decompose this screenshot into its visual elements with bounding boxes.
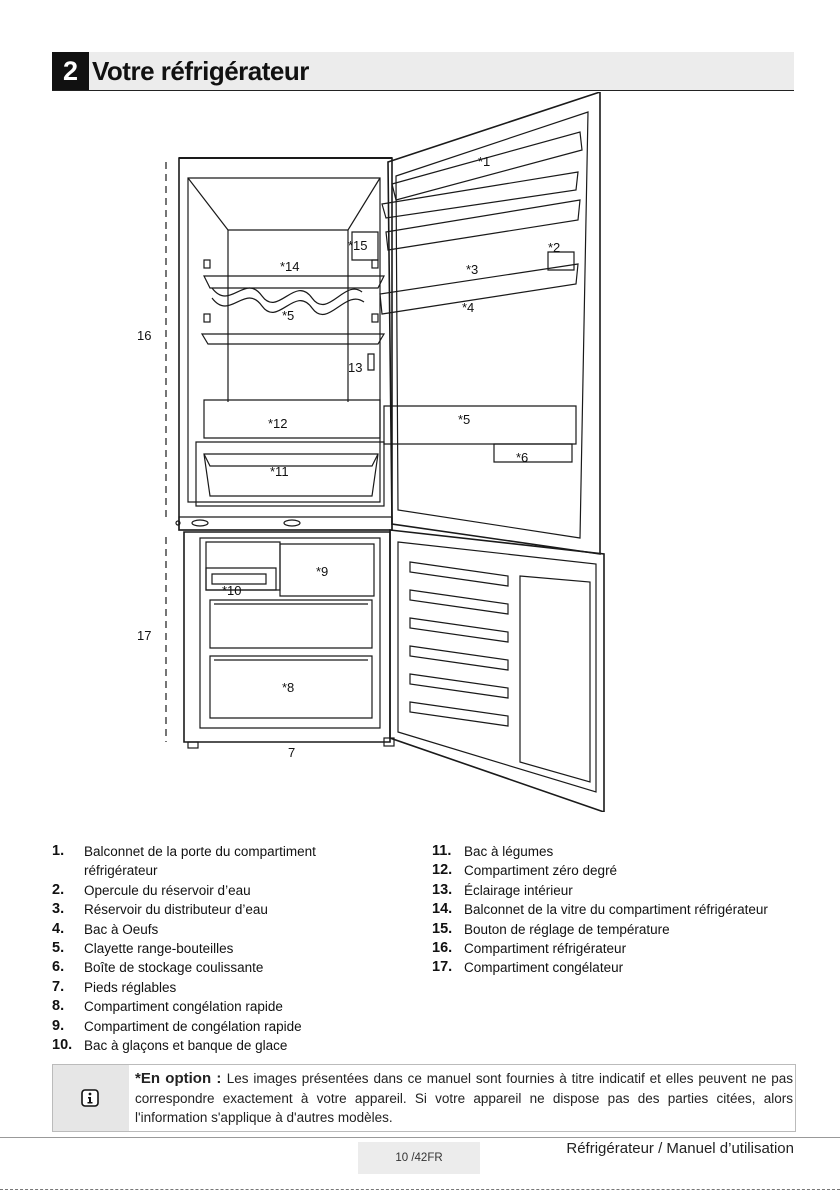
legend-number: 1. (52, 843, 65, 859)
note-label: *En option : (135, 1070, 227, 1087)
legend-number: 13. (432, 881, 453, 898)
legend-item: 7. Pieds réglables (52, 978, 382, 997)
legend-text: Boîte de stockage coulissante (84, 960, 264, 976)
callout-12: *12 (268, 416, 288, 431)
legend-item: 1. Balconnet de la porte du compartiment … (52, 842, 382, 881)
legend-item: 4. Bac à Oeufs (52, 920, 382, 939)
legend-item: 9. Compartiment de congélation rapide (52, 1017, 382, 1036)
legend-number: 2. (52, 881, 65, 898)
legend-number: 9. (52, 1017, 65, 1034)
callout-2: *2 (548, 240, 560, 255)
footer-title: Réfrigérateur / Manuel d’utilisation (566, 1140, 794, 1157)
legend-number: 12. (432, 862, 453, 879)
legend-item: 14. Balconnet de la vitre du compartiment… (432, 900, 812, 919)
legend-list-left: 1. Balconnet de la porte du compartiment … (52, 842, 382, 1055)
legend-item: 6. Boîte de stockage coulissante (52, 958, 382, 977)
legend-number: 3. (52, 901, 65, 918)
callout-17: 17 (137, 628, 151, 643)
callout-13: 13 (348, 360, 362, 375)
note-icon-cell (53, 1065, 129, 1131)
legend-text: Éclairage intérieur (464, 882, 573, 898)
callout-14: *14 (280, 259, 300, 274)
legend-number: 7. (52, 978, 65, 995)
callout-8: *8 (282, 680, 294, 695)
legend-text: Compartiment congélateur (464, 960, 624, 976)
section-number: 2 (52, 52, 89, 90)
callout-16: 16 (137, 328, 151, 343)
legend-number: 5. (52, 940, 65, 957)
callout-4: *4 (462, 300, 474, 315)
legend-text: Réservoir du distributeur d’eau (84, 902, 268, 918)
note-text: *En option : Les images présentées dans … (135, 1069, 793, 1128)
legend-text: Bac à glaçons et banque de glace (84, 1038, 288, 1054)
legend-item: 16. Compartiment réfrigérateur (432, 939, 812, 958)
legend-number: 16. (432, 940, 453, 957)
legend-text: Balconnet de la vitre du compartiment ré… (464, 902, 768, 918)
page-number: 10 /42FR (358, 1142, 480, 1174)
legend-text: Bac à Oeufs (84, 921, 159, 937)
callout-5-door: *5 (458, 412, 470, 427)
legend-text: Balconnet de la porte du compartiment ré… (84, 844, 316, 879)
callout-3: *3 (466, 262, 478, 277)
legend-item: 17. Compartiment congélateur (432, 958, 812, 977)
section-header: 2 Votre réfrigérateur (52, 52, 794, 91)
legend-number: 14. (432, 901, 453, 918)
legend-list-right: 11. Bac à légumes 12. Compartiment zéro de… (432, 842, 812, 978)
legend-number: 4. (52, 920, 65, 937)
legend-text: Compartiment zéro degré (464, 863, 618, 879)
legend-text: Clayette range-bouteilles (84, 941, 234, 957)
legend-item: 2. Opercule du réservoir d’eau (52, 881, 382, 900)
legend-text: Compartiment réfrigérateur (464, 941, 627, 957)
legend-text: Bac à légumes (464, 844, 554, 859)
info-icon (81, 1089, 99, 1107)
fridge-illustration: *1 *2 *3 *4 *5 *5 *6 7 *8 *9 *10 *11 *12… (137, 92, 605, 812)
bottom-dashed-line (0, 1189, 840, 1190)
callout-15: *15 (348, 238, 368, 253)
legend-text: Bouton de réglage de température (464, 921, 670, 937)
optional-note: *En option : Les images présentées dans … (52, 1064, 796, 1132)
callout-10: *10 (222, 583, 242, 598)
legend-item: 10. Bac à glaçons et banque de glace (52, 1036, 382, 1055)
legend-item: 3. Réservoir du distributeur d’eau (52, 900, 382, 919)
callout-1: *1 (478, 154, 490, 169)
legend-text: Compartiment de congélation rapide (84, 1018, 302, 1034)
legend-number: 15. (432, 920, 453, 937)
footer-divider (0, 1137, 840, 1138)
legend-text: Compartiment congélation rapide (84, 999, 283, 1015)
legend-number: 6. (52, 959, 65, 976)
callout-11: *11 (270, 464, 289, 479)
legend-item: 13. Éclairage intérieur (432, 881, 812, 900)
legend-item: 15. Bouton de réglage de température (432, 920, 812, 939)
legend-number: 8. (52, 998, 65, 1015)
callout-7: 7 (288, 745, 295, 760)
legend-text: Pieds réglables (84, 979, 177, 995)
legend-item: 5. Clayette range-bouteilles (52, 939, 382, 958)
callout-9: *9 (316, 564, 328, 579)
note-body: Les images présentées dans ce manuel son… (135, 1071, 793, 1126)
legend-number: 17. (432, 959, 453, 976)
legend-item: 12. Compartiment zéro degré (432, 861, 812, 880)
legend-number: 10. (52, 1037, 73, 1054)
legend-item: 8. Compartiment congélation rapide (52, 997, 382, 1016)
legend-number: 11. (432, 843, 452, 859)
callout-5-shelf: *5 (282, 308, 294, 323)
legend-text: Opercule du réservoir d’eau (84, 882, 251, 898)
callout-6: *6 (516, 450, 528, 465)
legend-item: 11. Bac à légumes (432, 842, 812, 861)
fridge-diagram: *1 *2 *3 *4 *5 *5 *6 7 *8 *9 *10 *11 *12… (0, 92, 840, 812)
page-title: Votre réfrigérateur (92, 56, 309, 86)
